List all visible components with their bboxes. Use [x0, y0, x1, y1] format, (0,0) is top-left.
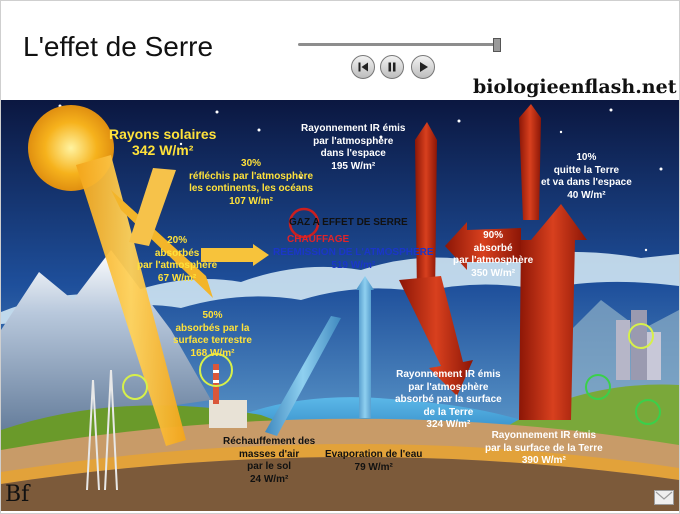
air-heating-label: Réchauffement des masses d'air par le so…: [223, 436, 316, 485]
ir-back-label: Rayonnement IR émis par l'atmosphère abs…: [395, 369, 502, 430]
pause-button[interactable]: [380, 55, 404, 79]
factory-illustration: [199, 353, 247, 428]
star-decorations: [58, 104, 663, 252]
site-logo: Bf: [5, 482, 30, 507]
evaporation-label: Evaporation de l'eau 79 W/m²: [325, 449, 423, 473]
greenhouse-diagram: [1, 100, 679, 511]
brand-name: biologieenflash.net: [473, 76, 677, 98]
header-bar: L'effet de Serre biologieenflash.net: [1, 1, 679, 99]
city-illustration: [585, 310, 661, 425]
absorbed-surface-label: 50% absorbés par la surface terrestre 16…: [173, 310, 252, 359]
ir-space-label: Rayonnement IR émis par l'atmosphère dan…: [301, 123, 406, 172]
absorbed-atmosphere-label: 20% absorbés par l'atmosphère 67 W/m²: [137, 235, 218, 284]
pause-icon: [388, 62, 396, 72]
greenhouse-gas-label: GAZ A EFFET DE SERRE: [289, 217, 408, 228]
page-title: L'effet de Serre: [23, 31, 214, 62]
absorbed-ir-label: 90% absorbé par l'atmosphère 350 W/m²: [453, 230, 534, 279]
progress-slider-track[interactable]: [298, 43, 498, 46]
skip-back-button[interactable]: [351, 55, 375, 79]
play-icon: [420, 62, 428, 72]
reemission-label: REEMISSION DE L'ATMOSPHERE 519 W/m²: [273, 247, 434, 271]
leaves-earth-label: 10% quitte la Terre et va dans l'espace …: [541, 152, 632, 201]
heating-label: CHAUFFAGE: [287, 234, 350, 245]
skip-back-icon: [358, 62, 368, 72]
diagram-stage: Rayons solaires 342 W/m² 30% réfléchis p…: [1, 100, 679, 511]
solar-rays-label: Rayons solaires 342 W/m²: [109, 126, 217, 158]
play-button[interactable]: [411, 55, 435, 79]
oil-rig-illustration: [86, 369, 118, 491]
reflected-label: 30% réfléchis par l'atmosphère les conti…: [189, 158, 314, 207]
progress-slider-thumb[interactable]: [493, 38, 501, 52]
ir-surface-label: Rayonnement IR émis par la surface de la…: [485, 430, 603, 466]
envelope-icon[interactable]: [654, 490, 674, 505]
